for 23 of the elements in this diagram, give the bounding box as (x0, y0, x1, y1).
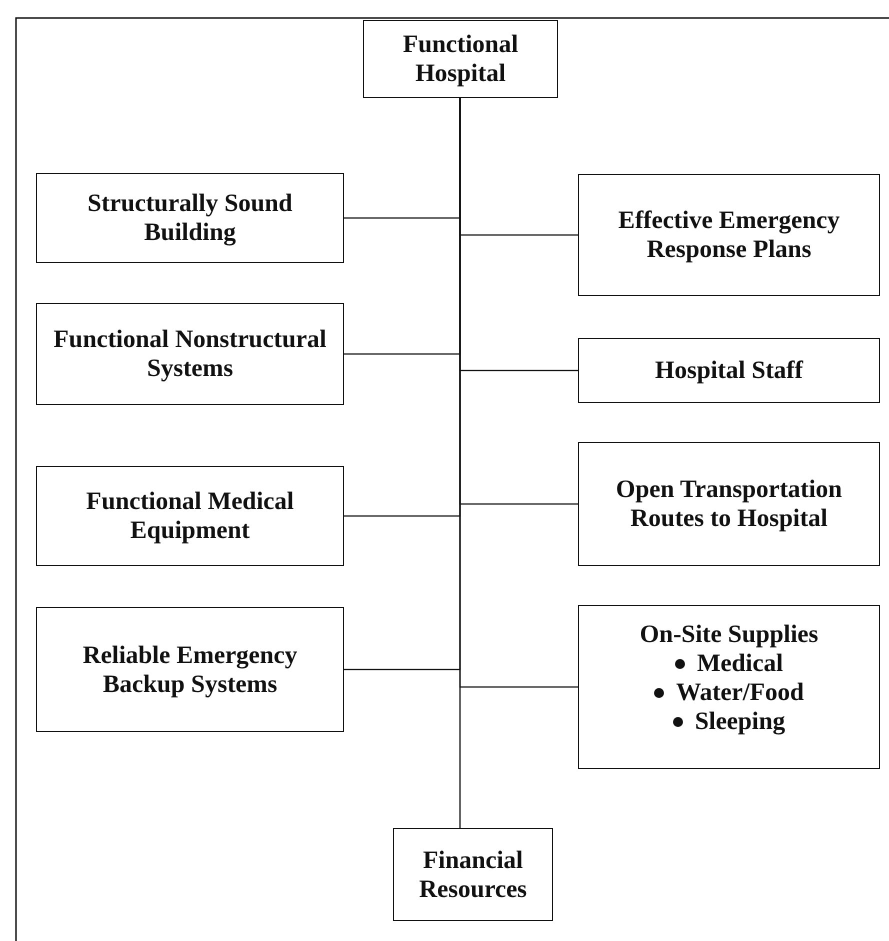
box-title: Functional Medical Equipment (85, 487, 295, 545)
box-title: Functional Hospital (402, 30, 520, 88)
box-title: Open Transportation Routes to Hospital (614, 475, 844, 533)
list-item: Medical (696, 649, 784, 678)
box-title: On-Site Supplies (640, 620, 818, 649)
process-box (363, 20, 558, 98)
box-title: Structurally Sound Building (86, 189, 294, 247)
process-box (578, 338, 880, 403)
process-box (36, 173, 344, 263)
process-box (36, 607, 344, 732)
box-title: Financial Resources (418, 846, 528, 904)
box-title: Functional Nonstructural Systems (52, 325, 328, 383)
process-box (578, 605, 880, 769)
box-title: Effective Emergency Response Plans (617, 206, 841, 264)
process-box (578, 174, 880, 296)
box-title: Reliable Emergency Backup Systems (82, 640, 298, 698)
process-box (36, 466, 344, 566)
process-box (578, 442, 880, 566)
list-item: Water/Food (676, 678, 804, 707)
list-item: Sleeping (694, 707, 786, 736)
process-box (36, 303, 344, 405)
process-box (393, 828, 553, 921)
box-title: Hospital Staff (655, 356, 803, 385)
